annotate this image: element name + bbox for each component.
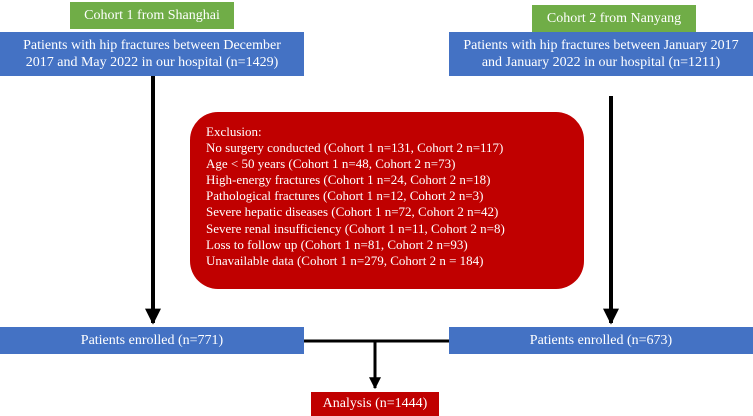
cohort1-line2: 2017 and May 2022 in our hospital (n=142… bbox=[25, 55, 279, 70]
cohort2-label: Cohort 2 from Nanyang bbox=[532, 5, 696, 32]
cohort2-line2: and January 2022 in our hospital (n=1211… bbox=[481, 55, 721, 70]
cohort1-box: Patients with hip fractures between Dece… bbox=[0, 32, 304, 76]
exclusion-item: Age < 50 years (Cohort 1 n=48, Cohort 2 … bbox=[206, 156, 456, 172]
exclusion-item: High-energy fractures (Cohort 1 n=24, Co… bbox=[206, 172, 491, 188]
cohort1-label: Cohort 1 from Shanghai bbox=[70, 2, 234, 29]
cohort2-box: Patients with hip fractures between Janu… bbox=[449, 32, 753, 76]
exclusion-item: Loss to follow up (Cohort 1 n=81, Cohort… bbox=[206, 236, 468, 252]
exclusion-item: Pathological fractures (Cohort 1 n=12, C… bbox=[206, 188, 484, 204]
exclusion-title: Exclusion: bbox=[206, 124, 262, 139]
exclusion-item: No surgery conducted (Cohort 1 n=131, Co… bbox=[206, 140, 504, 156]
exclusion-item: Severe renal insufficiency (Cohort 1 n=1… bbox=[206, 220, 505, 236]
exclusion-item: Unavailable data (Cohort 1 n=279, Cohort… bbox=[206, 252, 484, 268]
exclusion-item: Severe hepatic diseases (Cohort 1 n=72, … bbox=[206, 204, 499, 220]
cohort1-enrolled-box: Patients enrolled (n=771) bbox=[0, 327, 304, 354]
exclusion-box: Exclusion: No surgery conducted (Cohort … bbox=[190, 112, 584, 289]
cohort2-enrolled-box: Patients enrolled (n=673) bbox=[449, 327, 753, 354]
cohort2-line1: Patients with hip fractures between Janu… bbox=[463, 38, 739, 53]
cohort1-line1: Patients with hip fractures between Dece… bbox=[23, 38, 281, 53]
analysis-box: Analysis (n=1444) bbox=[311, 392, 439, 416]
